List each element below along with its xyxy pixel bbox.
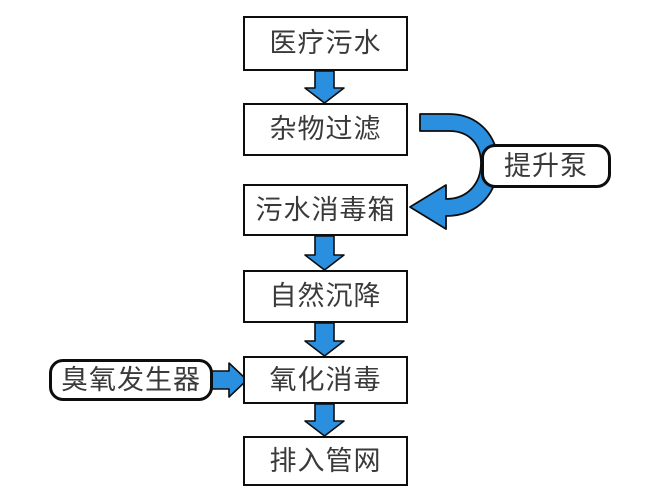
arrow-medical-wastewater-to-debris-filtration [304, 70, 345, 104]
node-lift-pump-label: 提升泵 [504, 150, 588, 182]
arrow-natural-sedimentation-to-oxidative-disinfection [304, 322, 345, 357]
node-oxidative-disinfection-label: 氧化消毒 [269, 364, 382, 396]
node-medical-wastewater-label: 医疗污水 [269, 28, 382, 59]
arrow-ozone-generator-to-oxidative-disinfection [210, 362, 248, 398]
node-wastewater-disinfection-tank[interactable]: 污水消毒箱 [243, 184, 408, 236]
node-ozone-generator[interactable]: 臭氧发生器 [49, 359, 213, 401]
node-natural-sedimentation[interactable]: 自然沉降 [243, 270, 408, 323]
node-ozone-generator-label: 臭氧发生器 [61, 364, 201, 396]
node-natural-sedimentation-label: 自然沉降 [269, 281, 382, 312]
node-wastewater-disinfection-tank-label: 污水消毒箱 [255, 194, 396, 226]
arrow-disinfection-tank-to-natural-sedimentation [304, 235, 345, 271]
node-lift-pump[interactable]: 提升泵 [481, 144, 611, 188]
node-debris-filtration[interactable]: 杂物过滤 [243, 103, 408, 156]
node-debris-filtration-label: 杂物过滤 [269, 114, 382, 145]
node-oxidative-disinfection[interactable]: 氧化消毒 [243, 356, 408, 404]
node-medical-wastewater[interactable]: 医疗污水 [243, 16, 408, 71]
arrow-oxidative-disinfection-to-discharge [304, 403, 345, 437]
node-discharge-to-pipe-network[interactable]: 排入管网 [243, 436, 408, 486]
node-discharge-to-pipe-network-label: 排入管网 [269, 445, 382, 477]
